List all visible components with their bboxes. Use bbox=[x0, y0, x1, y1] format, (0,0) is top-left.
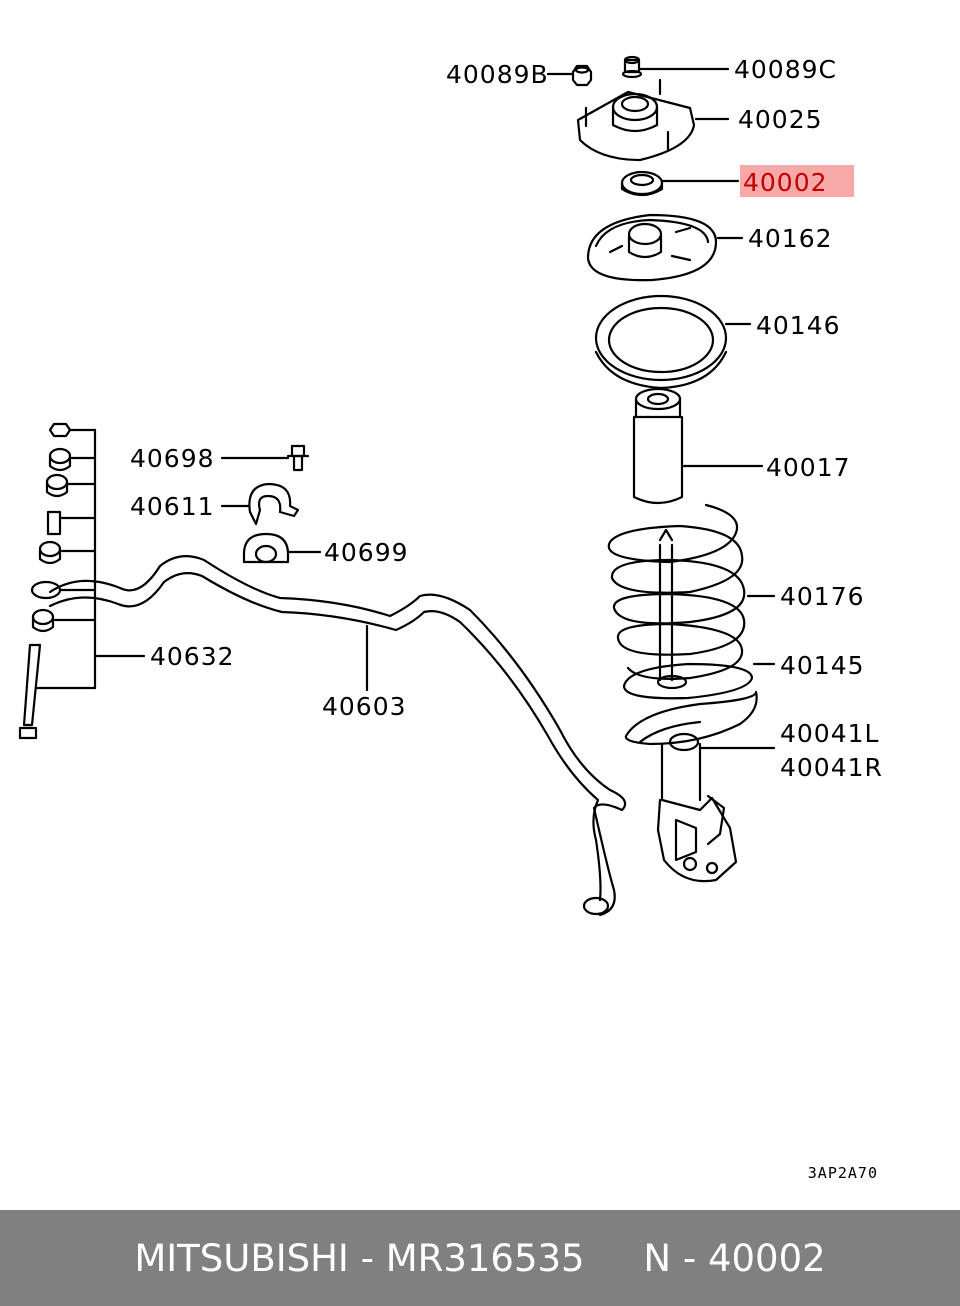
highlight-box bbox=[740, 165, 854, 197]
footer-bar: MITSUBISHI - MR316535 N - 40002 bbox=[0, 1210, 960, 1306]
bushing-40699-drawing bbox=[242, 532, 322, 564]
label-40089c[interactable]: 40089C bbox=[734, 55, 837, 84]
label-40162[interactable]: 40162 bbox=[748, 224, 833, 253]
label-40017[interactable]: 40017 bbox=[766, 453, 851, 482]
bearing-drawing bbox=[620, 170, 740, 197]
stabilizer-bar-drawing bbox=[48, 555, 627, 917]
label-40699[interactable]: 40699 bbox=[324, 538, 409, 567]
label-40041r[interactable]: 40041R bbox=[780, 753, 883, 782]
strut-mount-drawing bbox=[576, 78, 730, 162]
stabilizer-link-drawing bbox=[18, 422, 146, 740]
label-40146[interactable]: 40146 bbox=[756, 311, 841, 340]
nut-40089b-drawing bbox=[571, 64, 593, 87]
label-40611[interactable]: 40611 bbox=[130, 492, 215, 521]
lower-insulator-drawing bbox=[622, 662, 776, 700]
diagram-code: 3AP2A70 bbox=[807, 1164, 878, 1182]
bump-stopper-drawing bbox=[632, 387, 764, 505]
upper-spring-seat-drawing bbox=[586, 213, 744, 282]
spring-insulator-drawing bbox=[594, 294, 752, 390]
nut-40089c-drawing bbox=[621, 55, 643, 79]
label-40145[interactable]: 40145 bbox=[780, 651, 865, 680]
label-40025[interactable]: 40025 bbox=[738, 105, 823, 134]
label-40041l[interactable]: 40041L bbox=[780, 719, 880, 748]
coil-spring-drawing bbox=[607, 503, 776, 682]
footer-part-info: MITSUBISHI - MR316535 N - 40002 bbox=[134, 1236, 826, 1280]
label-40603[interactable]: 40603 bbox=[322, 692, 407, 721]
label-40698[interactable]: 40698 bbox=[130, 444, 215, 473]
bolt-40698-drawing bbox=[220, 444, 310, 472]
exploded-view-drawing bbox=[18, 55, 776, 917]
parts-diagram: 40089B 40089C 40025 40002 40162 40146 40… bbox=[18, 55, 883, 1182]
strut-assembly-drawing bbox=[624, 690, 776, 883]
label-40089b[interactable]: 40089B bbox=[446, 60, 549, 89]
label-40176[interactable]: 40176 bbox=[780, 582, 865, 611]
bracket-40611-drawing bbox=[220, 482, 300, 526]
label-40632[interactable]: 40632 bbox=[150, 642, 235, 671]
label-40002-highlighted[interactable]: 40002 bbox=[743, 168, 828, 197]
